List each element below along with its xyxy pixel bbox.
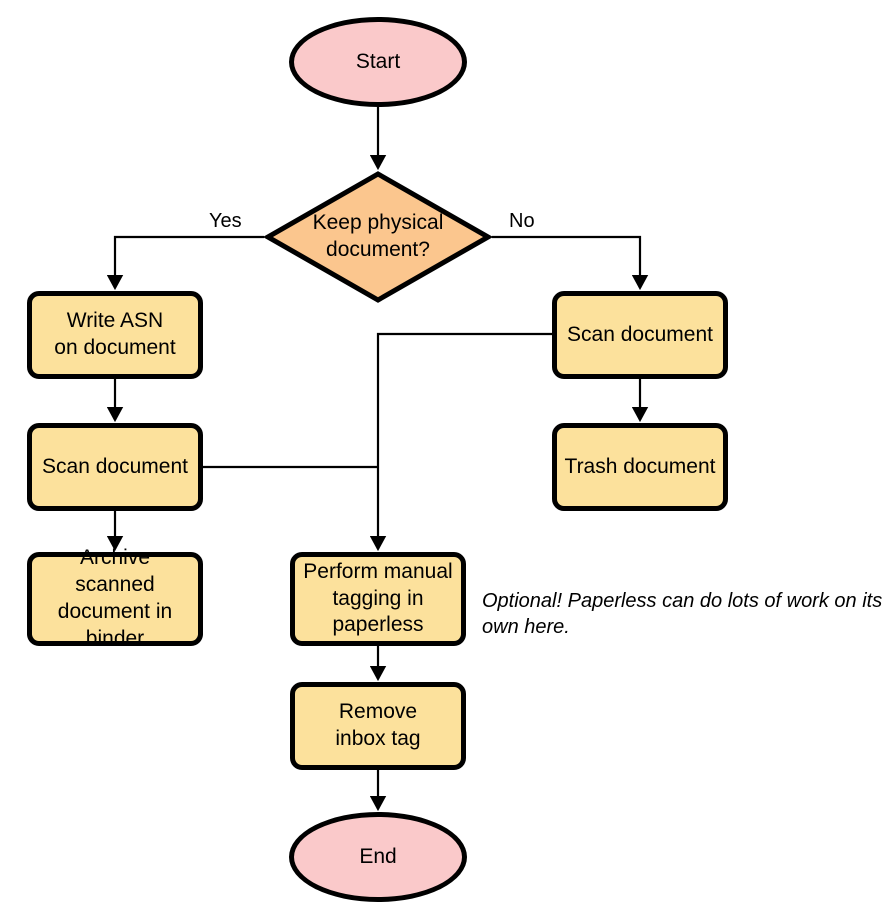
node-keep-physical-document-label: Keep physical document? (312, 211, 444, 261)
node-scan-document-left-label: Scan document (42, 454, 188, 478)
node-archive-scanned-document-in-binder[interactable]: Archive scanned document in binder (27, 546, 203, 650)
node-trash-document-label: Trash document (564, 454, 716, 478)
edge-label-yes: Yes (209, 210, 242, 232)
node-end-label: End (359, 844, 397, 868)
node-perform-manual-tagging-in-paperless[interactable]: Perform manual tagging in paperless (290, 552, 466, 646)
node-perform-manual-tagging-in-paperless-label: Perform manual tagging in paperless (303, 559, 453, 637)
node-scan-document-right[interactable]: Scan document (552, 291, 728, 379)
node-end[interactable]: End (289, 812, 467, 902)
edge-decision-to-scan-right (492, 235, 649, 291)
node-start-label: Start (355, 49, 401, 73)
diamond-shape (264, 171, 492, 303)
optional-note: Optional! Paperless can do lots of work … (482, 590, 883, 638)
node-trash-document[interactable]: Trash document (552, 423, 728, 511)
node-write-asn-on-document[interactable]: Write ASN on document (27, 291, 203, 379)
node-scan-document-left[interactable]: Scan document (27, 423, 203, 511)
edge-decision-to-write-asn (106, 235, 264, 291)
node-keep-physical-document[interactable]: Keep physical document? (264, 170, 492, 304)
node-archive-scanned-document-in-binder-label: Archive scanned document in binder (57, 546, 173, 650)
edge-label-no: No (509, 210, 535, 232)
node-remove-inbox-tag-label: Remove inbox tag (335, 700, 421, 750)
edge-scan-right-to-manual-tagging (369, 332, 552, 552)
node-write-asn-on-document-label: Write ASN on document (54, 309, 176, 359)
node-start[interactable]: Start (289, 17, 467, 107)
node-scan-document-right-label: Scan document (567, 322, 713, 346)
node-remove-inbox-tag[interactable]: Remove inbox tag (290, 682, 466, 770)
